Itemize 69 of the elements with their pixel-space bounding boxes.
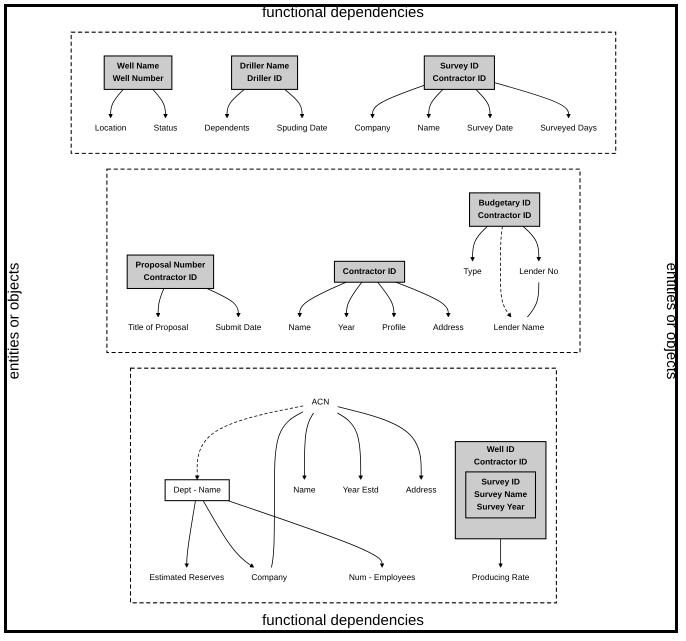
node-text: Name (288, 322, 310, 332)
node-text: Company (250, 573, 287, 582)
cluster (454, 441, 546, 540)
arrow (470, 226, 488, 262)
arrow (522, 226, 541, 262)
arrow (194, 405, 304, 480)
cluster (106, 168, 580, 354)
node-text: Address (405, 485, 436, 494)
arrow (206, 288, 240, 318)
node-text: Profile (382, 322, 406, 332)
arrow (336, 406, 424, 480)
arrow (498, 538, 502, 568)
node-box (103, 55, 172, 90)
node-text: Name (417, 124, 440, 133)
arrow (426, 89, 443, 118)
node-text: Survey Date (466, 124, 513, 133)
node-text: Lender No (518, 267, 558, 276)
arrow (108, 89, 124, 118)
band-label: functional dependencies (261, 4, 425, 21)
node-text: ACN (311, 398, 329, 407)
connector (270, 411, 304, 568)
node-box (164, 479, 230, 502)
node-box (423, 55, 495, 90)
arrow (500, 226, 511, 318)
arrow (395, 282, 450, 318)
node-text: Estimated Reserves (148, 573, 224, 582)
node-text: Producing Rate (471, 573, 529, 582)
diagram: Well ID Contractor ID Survey ID Survey Name Survey Year Dept - Name Estimated Reserves ACN Company Num - Employees Name Year Estd Address Producing Rate Proposal Number Contractor ID Title of Proposal Submit Date Contractor ID Name Year Profile Address Budgetary ID Contractor ID Type Lender No Lender Name Well Name Well Number Location Status Driller Name Driller ID Dependents Spuding Date Survey ID Contractor ID Company Name Survey Date Surveyed Days (66, 28, 620, 607)
node-text: Year Estd (342, 485, 378, 494)
node-box (464, 471, 536, 518)
node-text: Title of Proposal (128, 322, 188, 332)
node-box (333, 260, 405, 283)
node-text: Surveyed Days (540, 124, 596, 133)
side-label: entities or objects (664, 262, 680, 379)
arrow (155, 288, 164, 318)
node-text: Name (292, 485, 316, 494)
node-text: Status (153, 124, 177, 133)
side-label: entities or objects (6, 262, 22, 379)
node-text: Location (94, 124, 126, 133)
node-box (230, 55, 298, 90)
node-text: Type (463, 267, 482, 276)
cluster (70, 32, 616, 154)
arrow (227, 500, 384, 568)
arrow (494, 82, 570, 118)
arrow (152, 89, 168, 118)
node-box (126, 254, 214, 290)
node-text: Submit Date (214, 322, 261, 332)
node-text: Company (354, 124, 390, 133)
band-label: functional dependencies (261, 612, 425, 629)
arrow (224, 89, 244, 118)
node-text: Num - Employees (348, 573, 415, 582)
arrow (376, 282, 396, 318)
arrow (336, 412, 363, 480)
connector (526, 282, 539, 318)
arrow (344, 282, 362, 318)
arrow (202, 500, 254, 568)
arrow (284, 89, 304, 118)
cluster (130, 368, 556, 604)
node-text: Dependents (204, 124, 250, 133)
node-box (468, 192, 540, 227)
node-text: Address (432, 322, 464, 332)
arrow (302, 412, 314, 480)
node-text: Year (338, 322, 354, 332)
arrow (296, 282, 346, 318)
arrow (184, 500, 196, 568)
arrow (475, 89, 492, 118)
node-text: Spuding Date (276, 124, 327, 133)
node-text: Lender Name (493, 322, 544, 332)
arrow (370, 84, 424, 118)
